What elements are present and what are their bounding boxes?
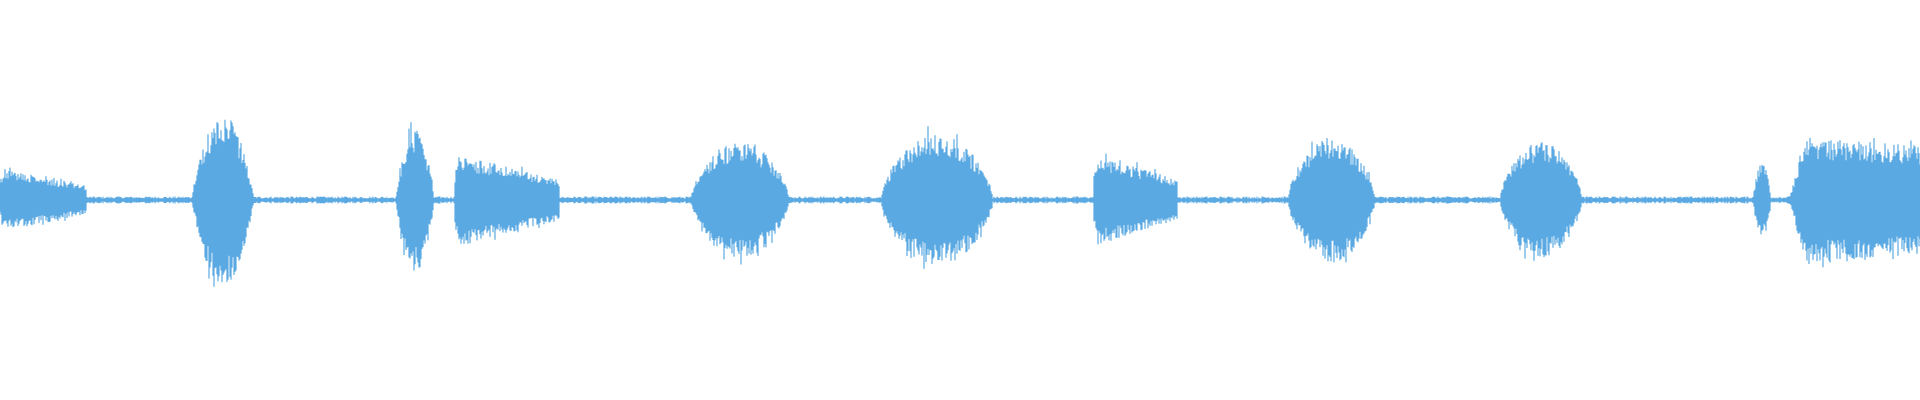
waveform-segment-7 [1093, 153, 1178, 245]
waveform-segment-8 [1288, 138, 1375, 263]
waveform-segment-9 [1500, 142, 1582, 261]
waveform-segment-5 [691, 143, 789, 265]
waveform-segment-1 [0, 167, 87, 228]
waveform-segment-3 [396, 122, 435, 271]
waveform-segment-4 [454, 157, 560, 244]
waveform-segment-6 [881, 126, 993, 269]
waveform-segment-2 [192, 119, 254, 287]
waveform-segment-11 [1789, 137, 1920, 268]
waveform-segment-10 [1753, 164, 1772, 235]
